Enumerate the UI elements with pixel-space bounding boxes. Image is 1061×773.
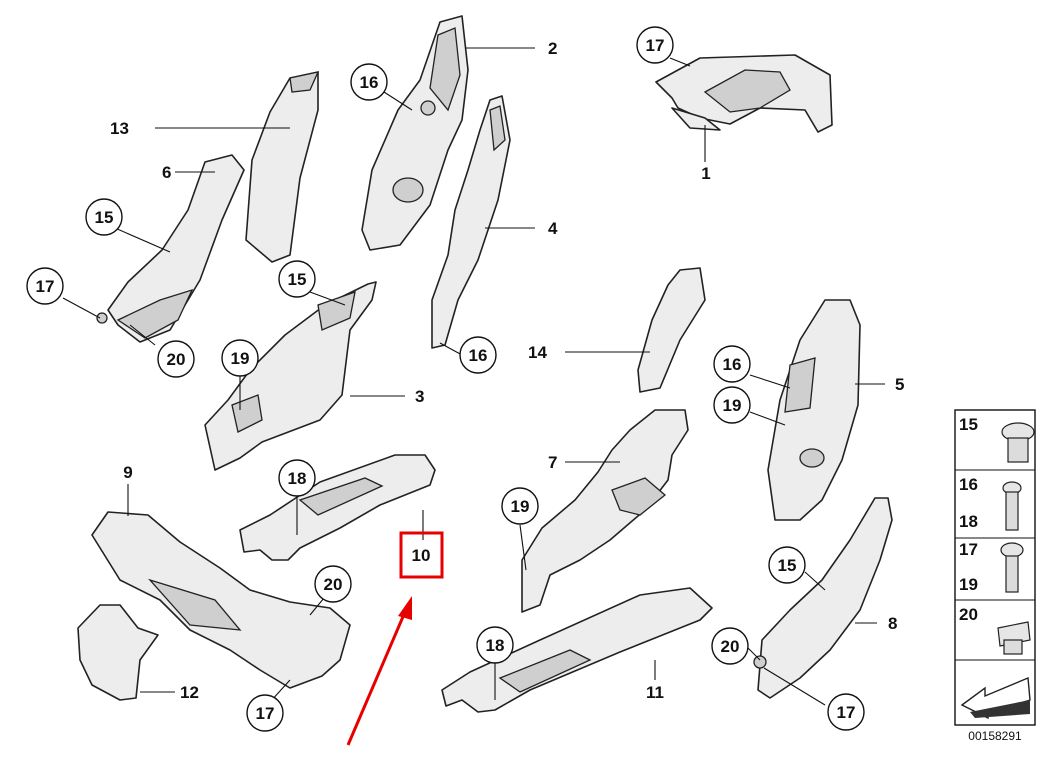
callout-20-right: 20 bbox=[711, 627, 749, 665]
part-3 bbox=[204, 281, 377, 471]
svg-text:15: 15 bbox=[778, 556, 797, 575]
svg-text:16: 16 bbox=[469, 346, 488, 365]
svg-text:19: 19 bbox=[231, 349, 250, 368]
arrow-icon bbox=[960, 676, 1031, 720]
label-14: 14 bbox=[528, 343, 547, 362]
label-11: 11 bbox=[646, 683, 664, 702]
label-1: 1 bbox=[701, 164, 710, 183]
part-2 bbox=[361, 15, 469, 251]
callout-16-right: 16 bbox=[713, 345, 751, 383]
part-4 bbox=[431, 95, 511, 349]
legend-16: 16 bbox=[959, 475, 978, 494]
callouts: 17 16 15 17 20 15 19 16 18 16 19 19 20 1… bbox=[26, 26, 865, 732]
label-7: 7 bbox=[548, 453, 557, 472]
legend-20: 20 bbox=[959, 605, 978, 624]
highlighted-part-10[interactable]: 10 bbox=[399, 531, 444, 579]
red-pointer-arrow-icon bbox=[346, 596, 412, 746]
screw-icon bbox=[1002, 481, 1022, 531]
label-13: 13 bbox=[110, 119, 129, 138]
svg-text:15: 15 bbox=[288, 270, 307, 289]
label-5: 5 bbox=[895, 375, 904, 394]
callout-16-mid: 16 bbox=[459, 336, 497, 374]
label-8: 8 bbox=[888, 614, 897, 633]
svg-text:18: 18 bbox=[288, 469, 307, 488]
svg-text:16: 16 bbox=[723, 355, 742, 374]
callout-20-bottom: 20 bbox=[314, 565, 352, 603]
callout-16-top: 16 bbox=[350, 63, 388, 101]
svg-text:17: 17 bbox=[256, 704, 275, 723]
legend-19: 19 bbox=[959, 575, 978, 594]
label-10: 10 bbox=[412, 546, 431, 565]
label-6: 6 bbox=[162, 163, 171, 182]
part-6 bbox=[96, 154, 245, 343]
callout-15-left: 15 bbox=[85, 198, 123, 236]
legend-15: 15 bbox=[959, 415, 978, 434]
callout-18-bottom: 18 bbox=[476, 626, 514, 664]
callout-17-left: 17 bbox=[26, 267, 64, 305]
callout-17-top: 17 bbox=[636, 26, 674, 64]
callout-18-mid: 18 bbox=[278, 459, 316, 497]
svg-text:20: 20 bbox=[167, 350, 186, 369]
svg-text:17: 17 bbox=[646, 36, 665, 55]
callout-19-center: 19 bbox=[501, 487, 539, 525]
part-10 bbox=[239, 454, 436, 561]
callout-15-right: 15 bbox=[768, 546, 806, 584]
callout-19-right: 19 bbox=[713, 386, 751, 424]
part-5 bbox=[767, 299, 861, 521]
callout-17-bottom: 17 bbox=[246, 694, 284, 732]
svg-text:17: 17 bbox=[837, 703, 856, 722]
part-14 bbox=[637, 267, 706, 393]
part-9 bbox=[91, 511, 351, 689]
svg-text:17: 17 bbox=[36, 277, 55, 296]
part-13 bbox=[245, 71, 320, 263]
fastener-legend: 15 16 18 17 19 20 bbox=[954, 409, 1036, 726]
callout-20-left: 20 bbox=[157, 340, 195, 378]
label-4: 4 bbox=[548, 219, 558, 238]
label-2: 2 bbox=[548, 39, 557, 58]
part-11 bbox=[441, 587, 713, 713]
svg-text:15: 15 bbox=[95, 208, 114, 227]
label-9: 9 bbox=[123, 463, 132, 482]
legend-17: 17 bbox=[959, 540, 978, 559]
svg-text:18: 18 bbox=[486, 636, 505, 655]
svg-text:19: 19 bbox=[723, 396, 742, 415]
callout-17-right: 17 bbox=[827, 693, 865, 731]
svg-text:19: 19 bbox=[511, 497, 530, 516]
svg-text:16: 16 bbox=[360, 73, 379, 92]
leader-lines bbox=[62, 47, 885, 706]
clip-icon bbox=[1001, 422, 1035, 463]
nut-icon bbox=[997, 621, 1031, 655]
part-1 bbox=[655, 54, 833, 133]
part-number-labels: 2 1 4 3 5 6 13 14 7 8 9 11 12 bbox=[110, 39, 904, 702]
diagram-id: 00158291 bbox=[968, 729, 1022, 743]
part-7 bbox=[521, 409, 689, 613]
part-12 bbox=[77, 604, 159, 701]
callout-15-mid: 15 bbox=[278, 260, 316, 298]
legend-18: 18 bbox=[959, 512, 978, 531]
svg-text:20: 20 bbox=[721, 637, 740, 656]
label-3: 3 bbox=[415, 387, 424, 406]
label-12: 12 bbox=[180, 683, 199, 702]
callout-19-mid: 19 bbox=[221, 339, 259, 377]
screw-icon bbox=[1000, 542, 1024, 593]
part-8 bbox=[753, 497, 893, 699]
svg-text:20: 20 bbox=[324, 575, 343, 594]
